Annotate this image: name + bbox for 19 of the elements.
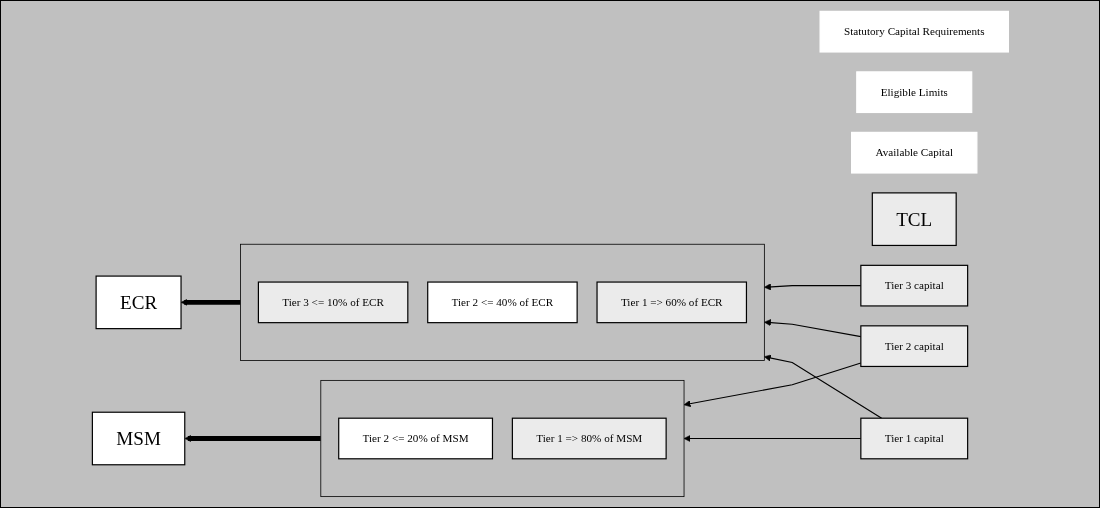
node-box: ECR [95, 275, 182, 330]
node-box: Tier 2 <= 20% of MSM [337, 417, 493, 460]
node-box: Tier 1 capital [859, 417, 968, 460]
arrow [763, 354, 882, 419]
node-box: MSM [91, 411, 185, 466]
node-box: Available Capital [850, 131, 978, 174]
node-box: Statutory Capital Requirements [819, 10, 1009, 53]
node-box: Tier 3 <= 10% of ECR [257, 281, 408, 324]
node-box: Tier 1 => 60% of ECR [596, 281, 747, 324]
arrow [184, 435, 321, 442]
node-box: Tier 2 <= 40% of ECR [426, 281, 578, 324]
node-box: Tier 3 capital [859, 264, 968, 307]
cluster [239, 243, 765, 361]
cluster [320, 380, 685, 497]
node-box: Eligible Limits [855, 71, 972, 114]
arrow [180, 298, 241, 306]
node-box: Tier 1 => 80% of MSM [511, 417, 667, 460]
node-box: TCL [871, 192, 957, 247]
node-box: Tier 2 capital [859, 325, 968, 368]
